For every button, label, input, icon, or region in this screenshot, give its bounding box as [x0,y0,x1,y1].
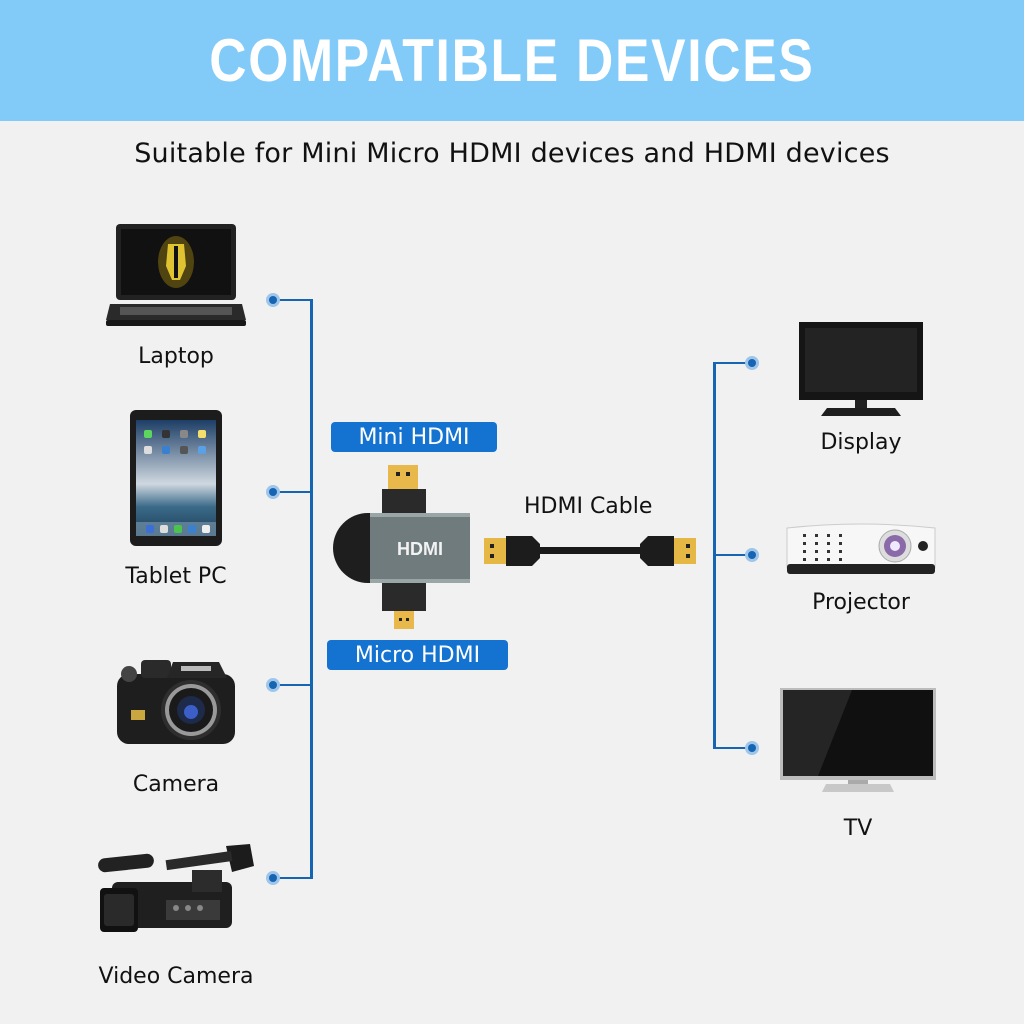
hdmi-cable-icon [484,536,696,566]
device-label: TV [843,816,873,841]
device-video-camera: Video Camera [85,842,267,989]
connector-dot [266,871,280,885]
device-label: Tablet PC [125,564,227,589]
connector-branch [714,554,752,556]
connector-branch [714,362,752,364]
connector-branch [273,877,311,879]
device-label: Camera [132,772,220,797]
device-laptop: Laptop [95,222,257,369]
device-label: Video Camera [98,964,254,989]
connector-dot [266,485,280,499]
connector-dot [745,741,759,755]
connector-branch [714,747,752,749]
micro-hdmi-tag: Micro HDMI [327,640,508,670]
hdmi-cable-label: HDMI Cable [524,494,653,519]
connector-dot [745,548,759,562]
device-display: Display [782,320,940,455]
device-label: Projector [812,590,910,615]
device-camera: Camera [95,652,257,797]
connector-dot [266,678,280,692]
connector-branch [273,684,311,686]
device-projector: Projector [775,520,947,615]
device-tv: TV [775,686,941,841]
connector-dot [266,293,280,307]
svg-text:HDMI: HDMI [397,539,443,559]
header-banner: COMPATIBLE DEVICES [0,0,1024,121]
connector-dot [745,356,759,370]
connector-line-left [310,299,313,879]
subtitle: Suitable for Mini Micro HDMI devices and… [134,138,890,169]
monitor-icon [799,322,923,416]
laptop-icon [106,224,246,326]
video-camera-icon [98,844,254,932]
connector-branch [273,491,311,493]
projector-icon [786,523,936,574]
tablet-icon [130,410,222,546]
device-label: Display [820,430,902,455]
device-label: Laptop [138,344,214,369]
adapter-icon: HDMI [333,465,470,629]
camera-icon [117,660,235,744]
tv-icon [780,688,936,792]
mini-hdmi-tag: Mini HDMI [331,422,497,452]
page-title: COMPATIBLE DEVICES [209,27,815,94]
connector-branch [273,299,311,301]
device-tablet: Tablet PC [95,410,257,589]
